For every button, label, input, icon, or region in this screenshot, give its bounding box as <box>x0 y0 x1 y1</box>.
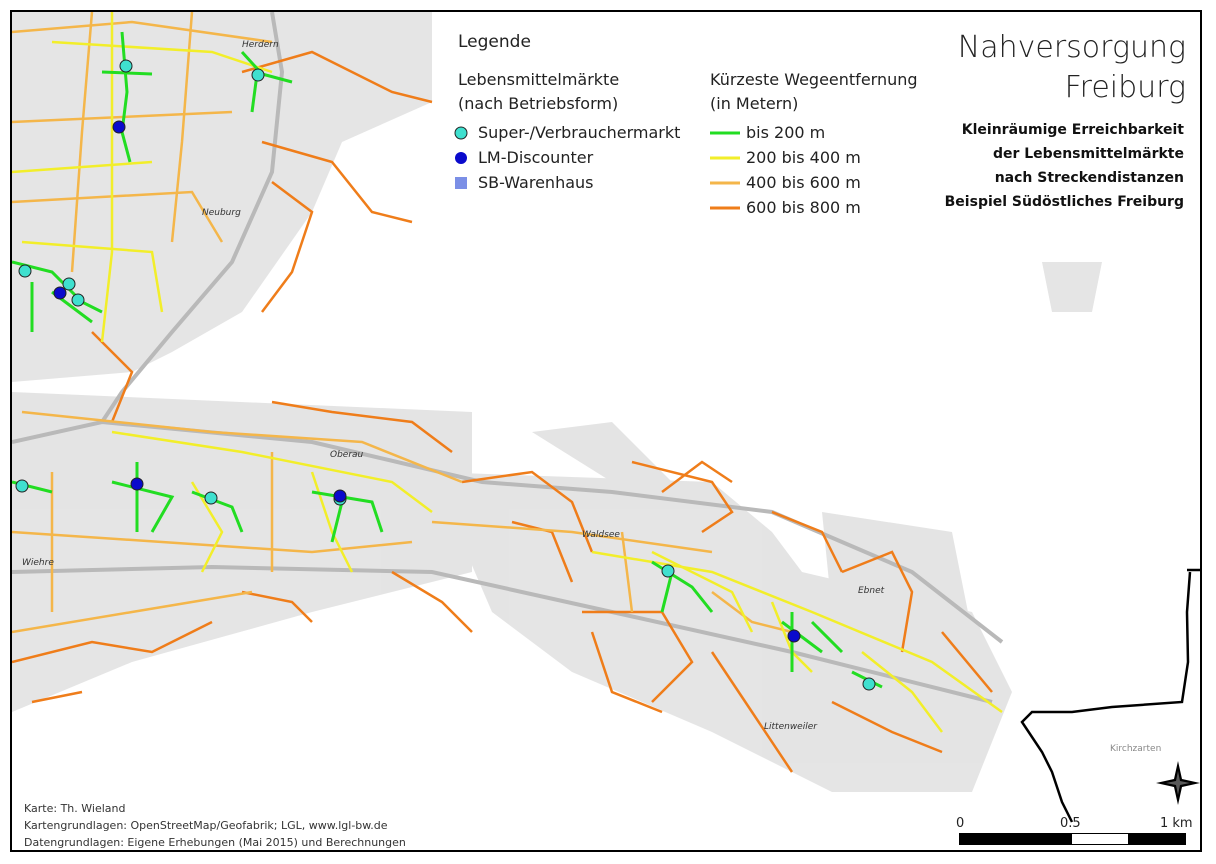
legend-distance-4-label: 600 bis 800 m <box>746 198 861 217</box>
discounter-marker <box>333 489 347 503</box>
legend-markets-subtitle: (nach Betriebsform) <box>458 94 619 113</box>
map-canvas <box>12 12 1200 845</box>
legend-heading: Legende <box>458 32 531 52</box>
legend-warehouse-label: SB-Warenhaus <box>478 173 594 192</box>
legend-distance-3-label: 400 bis 600 m <box>746 173 861 192</box>
subtitle-line-1: Kleinräumige Erreichbarkeit <box>961 122 1184 138</box>
municipal-boundary <box>1020 568 1200 823</box>
scale-label-0: 0 <box>956 816 965 831</box>
legend-markets-title: Lebensmittelmärkte <box>458 70 620 89</box>
place-label-ebnet: Ebnet <box>858 586 885 596</box>
scale-bar <box>959 833 1186 845</box>
place-label-waldsee: Waldsee <box>582 530 620 540</box>
discounter-marker <box>130 477 144 491</box>
place-label-kirchzarten: Kirchzarten <box>1110 744 1162 754</box>
roads-400-600 <box>12 12 793 634</box>
roads-600-800 <box>12 50 993 773</box>
supermarket-marker <box>661 564 675 578</box>
place-label-littenweiler: Littenweiler <box>764 722 817 732</box>
credit-author: Karte: Th. Wieland <box>24 802 126 815</box>
subtitle-line-2: der Lebensmittelmärkte <box>992 146 1184 162</box>
legend-supermarket-symbol <box>454 126 468 140</box>
supermarket-marker <box>119 59 133 73</box>
market-markers <box>15 59 876 691</box>
credit-data-source: Datengrundlagen: Eigene Erhebungen (Mai … <box>24 836 406 849</box>
legend-discounter-symbol <box>455 152 467 164</box>
discounter-marker <box>53 286 67 300</box>
supermarket-marker <box>62 277 76 291</box>
building-areas <box>12 12 1102 792</box>
supermarket-marker <box>71 293 85 307</box>
scale-label-end: 1 km <box>1160 816 1193 831</box>
supermarket-marker <box>15 479 29 493</box>
subtitle-line-4: Beispiel Südöstliches Freiburg <box>944 194 1184 210</box>
legend-warehouse-symbol <box>455 177 467 189</box>
north-arrow-icon <box>1156 761 1200 805</box>
legend-discounter-label: LM-Discounter <box>478 148 594 167</box>
legend-distance-1-label: bis 200 m <box>746 123 826 142</box>
legend-distance-2-label: 200 bis 400 m <box>746 148 861 167</box>
place-label-neuburg: Neuburg <box>202 208 241 218</box>
discounter-marker <box>112 120 126 134</box>
legend-distance-title: Kürzeste Wegeentfernung <box>710 70 918 89</box>
credit-base-data: Kartengrundlagen: OpenStreetMap/Geofabri… <box>24 819 388 832</box>
map-title-line-2: Freiburg <box>1064 70 1186 105</box>
place-label-herdern: Herdern <box>242 40 279 50</box>
place-label-wiehre: Wiehre <box>22 558 54 568</box>
legend-supermarket-label: Super-/Verbrauchermarkt <box>478 123 681 142</box>
legend-distance-subtitle: (in Metern) <box>710 94 799 113</box>
supermarket-marker <box>18 264 32 278</box>
supermarket-marker <box>251 68 265 82</box>
discounter-marker <box>787 629 801 643</box>
roads-200-400 <box>12 12 1003 733</box>
scale-label-mid: 0.5 <box>1060 816 1081 831</box>
place-label-oberau: Oberau <box>330 450 364 460</box>
supermarket-marker <box>204 491 218 505</box>
map-frame: Nahversorgung Freiburg Kleinräumige Erre… <box>10 10 1202 852</box>
legend-swatches <box>454 126 740 210</box>
map-title-line-1: Nahversorgung <box>957 30 1186 65</box>
subtitle-line-3: nach Streckendistanzen <box>994 170 1184 186</box>
supermarket-marker <box>862 677 876 691</box>
